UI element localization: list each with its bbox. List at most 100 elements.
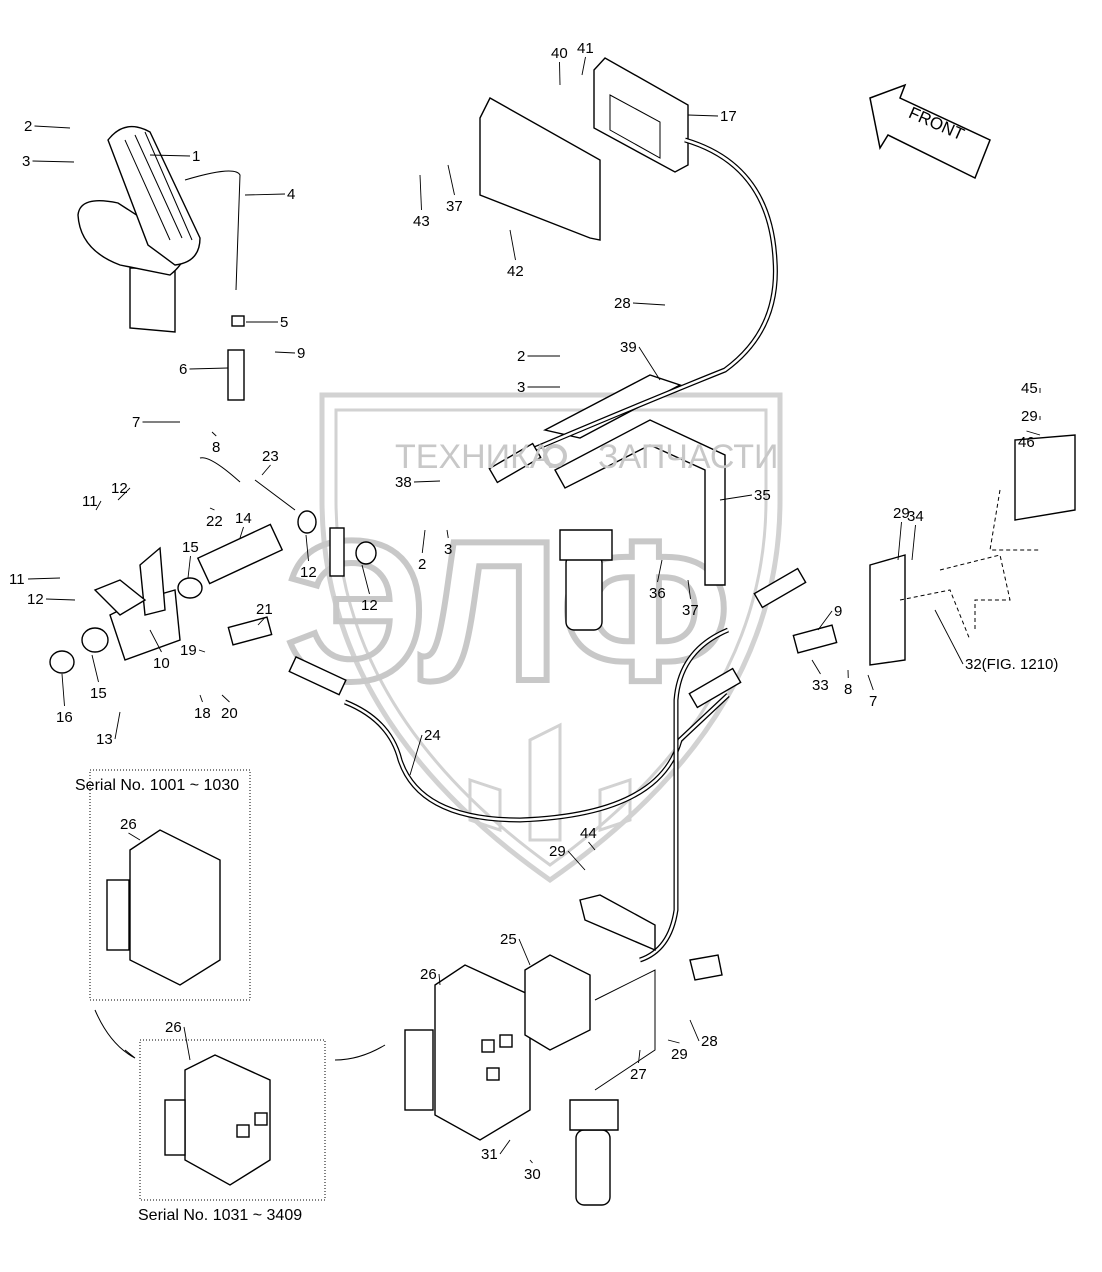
leader-line bbox=[305, 534, 309, 562]
leader-line bbox=[95, 500, 102, 511]
leader-line bbox=[183, 1026, 191, 1061]
callout-29: 29 bbox=[671, 1046, 688, 1063]
leader-line bbox=[518, 938, 531, 966]
watermark: ЭЛФ bbox=[282, 392, 783, 884]
callout-31: 31 bbox=[481, 1146, 498, 1163]
leader-line bbox=[667, 1039, 680, 1044]
callout-38: 38 bbox=[395, 474, 412, 491]
callout-19: 19 bbox=[180, 642, 197, 659]
callout-22: 22 bbox=[206, 513, 223, 530]
gear-icon bbox=[543, 444, 567, 468]
callout-30: 30 bbox=[524, 1166, 541, 1183]
callout-3: 3 bbox=[22, 153, 30, 170]
callout-6: 6 bbox=[179, 361, 187, 378]
callout-41: 41 bbox=[577, 40, 594, 57]
callout-10: 10 bbox=[153, 655, 170, 672]
leader-line bbox=[61, 673, 65, 707]
leader-line bbox=[34, 125, 71, 129]
leader-line bbox=[529, 1159, 533, 1164]
callout-29: 29 bbox=[549, 843, 566, 860]
leader-line bbox=[638, 346, 661, 381]
callout-12: 12 bbox=[111, 480, 128, 497]
leader-line bbox=[934, 609, 964, 665]
leader-line bbox=[149, 154, 191, 157]
callout-12: 12 bbox=[300, 564, 317, 581]
leader-line bbox=[274, 351, 296, 354]
callout-23: 23 bbox=[262, 448, 279, 465]
leader-line bbox=[588, 841, 596, 851]
leader-line bbox=[509, 229, 516, 261]
leader-line bbox=[261, 464, 271, 476]
leader-line bbox=[687, 114, 719, 117]
callout-34: 34 bbox=[907, 508, 924, 525]
callout-20: 20 bbox=[221, 705, 238, 722]
leader-line bbox=[1026, 430, 1041, 436]
callout-9: 9 bbox=[297, 345, 305, 362]
callout-15: 15 bbox=[90, 685, 107, 702]
leader-line bbox=[198, 649, 206, 653]
callout-28: 28 bbox=[614, 295, 631, 312]
leader-line bbox=[419, 174, 422, 211]
callout-24: 24 bbox=[424, 727, 441, 744]
front-arrow: FRONT bbox=[869, 83, 991, 180]
leader-line bbox=[632, 302, 666, 306]
leader-line bbox=[149, 629, 162, 653]
watermark-text-left: ТЕХНИКА bbox=[395, 438, 553, 476]
leader-line bbox=[244, 193, 286, 196]
callout-45: 45 bbox=[1021, 380, 1038, 397]
leader-line bbox=[199, 694, 203, 703]
leader-line bbox=[421, 529, 426, 554]
leader-line bbox=[239, 526, 244, 539]
callout-15: 15 bbox=[182, 539, 199, 556]
leader-line bbox=[209, 507, 215, 511]
callout-29: 29 bbox=[1021, 408, 1038, 425]
lower-assembly bbox=[404, 894, 723, 1141]
leader-line bbox=[689, 1019, 700, 1042]
leader-line bbox=[413, 480, 441, 483]
callout-43: 43 bbox=[413, 213, 430, 230]
callout-11: 11 bbox=[9, 571, 25, 588]
callout-25: 25 bbox=[500, 931, 517, 948]
leader-line bbox=[438, 973, 441, 986]
leader-line bbox=[719, 494, 753, 501]
callout-37: 37 bbox=[446, 198, 463, 215]
callout-29: 29 bbox=[893, 505, 910, 522]
leader-line bbox=[91, 654, 99, 683]
leader-line bbox=[114, 711, 121, 740]
leader-line bbox=[128, 832, 141, 841]
callout-5: 5 bbox=[280, 314, 288, 331]
callout-46: 46 bbox=[1018, 434, 1035, 451]
pivot-shaft bbox=[49, 457, 377, 674]
callout-1: 1 bbox=[192, 148, 200, 165]
callout-35: 35 bbox=[754, 487, 771, 504]
callout-2: 2 bbox=[418, 556, 426, 573]
callout-3: 3 bbox=[517, 379, 525, 396]
leader-line bbox=[911, 524, 916, 561]
callout-3: 3 bbox=[444, 541, 452, 558]
throttle-cables bbox=[288, 137, 807, 963]
serial-caption-top: Serial No. 1001 ~ 1030 bbox=[75, 777, 239, 794]
leader-line bbox=[117, 487, 131, 501]
leader-line bbox=[361, 564, 370, 595]
leader-line bbox=[581, 56, 586, 76]
callout-33: 33 bbox=[812, 677, 829, 694]
callout-2: 2 bbox=[24, 118, 32, 135]
callout-14: 14 bbox=[235, 510, 252, 527]
callout-27: 27 bbox=[630, 1066, 647, 1083]
callout-42: 42 bbox=[507, 263, 524, 280]
callout-26: 26 bbox=[165, 1019, 182, 1036]
callout-26: 26 bbox=[420, 966, 437, 983]
leader-line bbox=[189, 367, 229, 370]
callout-26: 26 bbox=[120, 816, 137, 833]
callout-37: 37 bbox=[682, 602, 699, 619]
callout-36: 36 bbox=[649, 585, 666, 602]
callout-17: 17 bbox=[720, 108, 737, 125]
callout-18: 18 bbox=[194, 705, 211, 722]
leader-line bbox=[187, 555, 191, 579]
callout-8: 8 bbox=[844, 681, 852, 698]
callout-4: 4 bbox=[287, 186, 295, 203]
serial-caption-bottom: Serial No. 1031 ~ 3409 bbox=[138, 1207, 302, 1224]
